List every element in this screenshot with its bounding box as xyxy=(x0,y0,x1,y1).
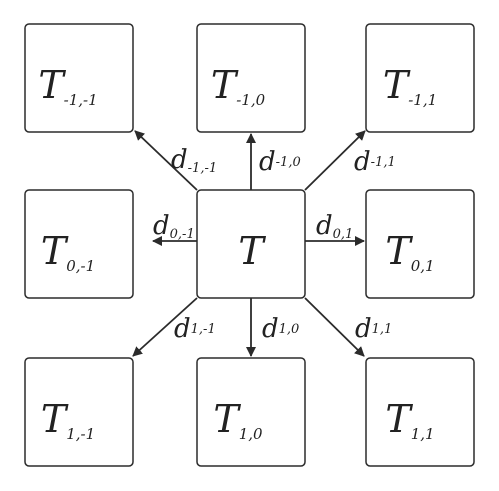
svg-text:T-1,1: T-1,1 xyxy=(383,63,437,109)
svg-text:T-1,-1: T-1,-1 xyxy=(38,63,97,109)
arrow-label-middle-right: d0,1 xyxy=(316,211,353,242)
tile-middle-right: T0,1 xyxy=(365,189,475,299)
arrow-top-right xyxy=(304,130,366,191)
arrow-bottom-right xyxy=(304,297,365,357)
svg-text:T0,-1: T0,-1 xyxy=(41,229,95,275)
tile-bottom-right: T1,1 xyxy=(365,357,475,467)
tile-top-right: T-1,1 xyxy=(365,23,475,133)
tile-middle-left: T0,-1 xyxy=(24,189,134,299)
svg-text:T1,1: T1,1 xyxy=(385,397,434,443)
arrow-label-top-center: d-1,0 xyxy=(259,147,301,177)
arrow-bottom-left xyxy=(132,297,198,357)
tile-bottom-center: T1,0 xyxy=(196,357,306,467)
arrow-top-left xyxy=(134,130,198,191)
tile-top-left: T-1,-1 xyxy=(24,23,134,133)
arrow-label-top-right: d-1,1 xyxy=(354,147,396,177)
tile-top-center: T-1,0 xyxy=(196,23,306,133)
arrow-label-bottom-left: d1,-1 xyxy=(174,314,216,344)
svg-text:T1,-1: T1,-1 xyxy=(41,397,95,443)
arrow-label-bottom-center: d1,0 xyxy=(262,314,299,344)
tile-bottom-left: T1,-1 xyxy=(24,357,134,467)
svg-text:T-1,0: T-1,0 xyxy=(211,63,266,109)
arrow-label-middle-left: d0,-1 xyxy=(153,211,195,242)
svg-text:T1,0: T1,0 xyxy=(213,397,263,443)
arrow-label-bottom-right: d1,1 xyxy=(355,314,392,344)
arrow-label-top-left: d-1,-1 xyxy=(171,145,217,176)
tile-center: T xyxy=(196,189,306,299)
svg-text:T0,1: T0,1 xyxy=(385,229,434,275)
svg-text:T: T xyxy=(238,229,266,273)
